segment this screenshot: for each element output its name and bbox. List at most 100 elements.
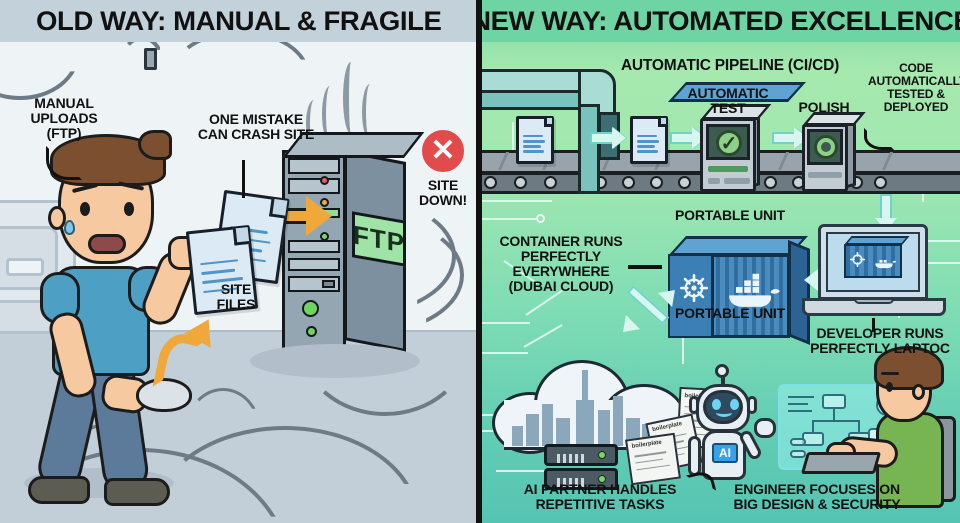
laptop-trackpad-notch — [854, 298, 894, 304]
dubai-skyline-tower-3 — [556, 418, 570, 446]
caption-polish: POLISH — [798, 99, 850, 115]
upload-arrow-head — [306, 196, 332, 236]
smoke-plume-1 — [306, 100, 322, 146]
caption-code-deployed: CODE AUTOMATICALLY TESTED & DEPLOYED — [868, 61, 960, 114]
caption-portable-unit-bottom: PORTABLE UNIT — [675, 305, 785, 321]
person-mouth — [88, 234, 126, 254]
holo-connector — [812, 420, 860, 422]
smoke-plume-2 — [322, 86, 338, 142]
robot-hand-right — [754, 418, 776, 438]
check-glyph: ✓ — [720, 132, 738, 155]
caption-site-files: SITE FILES — [216, 281, 256, 313]
left-panel-old-way: FTP — [0, 0, 478, 523]
x-glyph: ✕ — [430, 134, 456, 167]
flow-arrow-2-shaft — [670, 132, 694, 144]
container-top — [668, 236, 809, 256]
server-shadow — [250, 344, 420, 378]
caption-developer-runs: DEVELOPER RUNS PERFECTLY LAPTOC — [810, 325, 950, 357]
leader-dash-container-runs — [628, 265, 662, 269]
leader-tick-developer-runs — [872, 318, 875, 332]
code-chute-horizontal-lower — [482, 90, 584, 110]
robot-arm-left — [688, 436, 701, 476]
right-header-title: NEW WAY: AUTOMATED EXCELLENCE — [482, 5, 960, 36]
flow-arrow-3-shaft — [772, 132, 796, 144]
code-document-1 — [516, 116, 554, 164]
flow-arrow-1-head — [612, 127, 626, 149]
code-chute-vertical — [578, 104, 600, 194]
belt-roller — [544, 176, 557, 189]
doc-fold-corner — [657, 118, 666, 128]
belt-roller — [484, 176, 497, 189]
belt-roller — [514, 176, 527, 189]
engineer-ear — [912, 384, 925, 400]
code-document-2 — [630, 116, 668, 164]
rack-server-led — [598, 451, 606, 459]
rack-server-led — [598, 475, 606, 483]
smoke-plume-4 — [362, 84, 378, 140]
caption-portable-unit-top: PORTABLE UNIT — [675, 207, 785, 223]
caption-ai-partner: AI PARTNER HANDLES REPETITIVE TASKS — [523, 481, 677, 513]
leader-line-one-mistake — [242, 160, 245, 198]
panel-divider — [476, 0, 482, 523]
circuit-node-2 — [536, 214, 545, 223]
polish-status-bar — [808, 172, 842, 178]
belt-roller — [650, 176, 663, 189]
robot-ai-badge: AI — [712, 443, 738, 463]
robot-antenna-ball — [715, 364, 729, 378]
person-sweat-drop — [64, 220, 75, 235]
caption-manual-uploads: MANUAL UPLOADS (FTP) — [30, 95, 98, 142]
dubai-skyline-tower-2 — [542, 404, 553, 446]
doc-fold-corner — [232, 227, 250, 246]
holo-node-root — [822, 394, 846, 409]
robot-eye-left — [712, 399, 721, 410]
holo-text-line — [788, 403, 808, 405]
deploy-down-arrow-shaft — [880, 194, 892, 220]
computer-mouse — [136, 378, 192, 412]
dubai-skyline-tower-1 — [526, 414, 539, 446]
holo-db-2 — [790, 450, 806, 458]
floor-cable-2 — [372, 216, 464, 334]
container-cloud-arrow-head-down — [615, 314, 641, 340]
right-header-bar: NEW WAY: AUTOMATED EXCELLENCE — [482, 0, 960, 42]
person-shoe-front — [104, 478, 170, 506]
robot-smile — [716, 408, 732, 417]
robot-eye-right — [730, 399, 739, 410]
left-header-bar: OLD WAY: MANUAL & FRAGILE — [0, 0, 478, 42]
laptop-mini-container-ribs — [846, 246, 900, 276]
person-eye-left — [80, 202, 90, 216]
circuit-trace-7 — [523, 324, 563, 348]
robot-ear-left — [689, 396, 699, 414]
belt-roller — [764, 176, 777, 189]
floor-cable-3 — [300, 330, 470, 416]
caption-automatic-test: AUTOMATIC TEST — [687, 85, 769, 117]
leader-hook-code-deployed — [864, 128, 894, 150]
kubernetes-helm-icon — [679, 273, 709, 303]
test-status-bar-long — [724, 178, 750, 184]
docker-whale-icon — [729, 273, 780, 307]
flow-arrow-1-shaft — [590, 132, 614, 144]
person-shoe-back — [28, 476, 90, 504]
caption-one-mistake: ONE MISTAKE CAN CRASH SITE — [197, 111, 315, 143]
circuit-trace-17 — [512, 122, 514, 162]
belt-roller — [874, 176, 887, 189]
circuit-trace-2 — [482, 218, 538, 220]
dubai-skyline-tower-8 — [512, 426, 523, 446]
engineer-eye — [886, 382, 893, 392]
circuit-trace-18 — [496, 470, 560, 472]
mouse-cord — [186, 388, 260, 428]
server-bay-4 — [288, 258, 340, 271]
paper-heading: boilerplate — [631, 439, 663, 450]
rack-server-lower — [544, 468, 618, 490]
smoke-plume-3 — [343, 62, 359, 134]
paper-heading: boilerplate — [651, 421, 683, 434]
site-down-x-icon: ✕ — [422, 130, 464, 172]
ceiling-plug — [144, 48, 157, 70]
circuit-trace-1 — [482, 200, 552, 202]
circuit-trace-11 — [900, 262, 960, 264]
person-eye-right — [124, 202, 134, 216]
caption-engineer-focus: ENGINEER FOCUSES ON BIG DESIGN & SECURIT… — [733, 481, 901, 513]
container-laptop-arrow-head-left — [804, 269, 818, 291]
belt-roller — [678, 176, 691, 189]
dubai-skyline-burj-base — [576, 400, 594, 446]
